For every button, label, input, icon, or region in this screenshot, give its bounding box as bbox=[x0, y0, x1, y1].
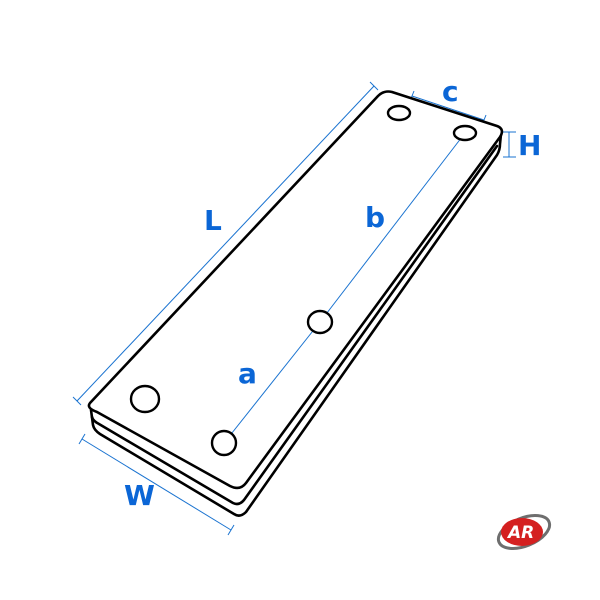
width-dimension-tick-end bbox=[227, 524, 235, 536]
b-dimension-line bbox=[319, 132, 466, 323]
plate bbox=[87, 90, 504, 517]
dimension-lines bbox=[72, 81, 516, 536]
hole-middle bbox=[306, 309, 334, 335]
logo-badge bbox=[501, 518, 543, 546]
a-label: a bbox=[238, 357, 257, 390]
plate-bottom-edge bbox=[89, 132, 503, 517]
a-dimension-line bbox=[223, 321, 321, 444]
logo-text: AR bbox=[506, 523, 534, 543]
hole-bottom-left bbox=[129, 384, 161, 414]
face-dimension-lines bbox=[223, 132, 466, 444]
length-label: L bbox=[204, 204, 222, 237]
width-dimension-line bbox=[81, 438, 232, 531]
plate-top-face bbox=[87, 90, 504, 490]
plate-seam-line bbox=[90, 144, 499, 506]
brand-logo: AR bbox=[496, 514, 552, 550]
length-dimension-tick-start bbox=[72, 396, 82, 406]
c-dimension-line bbox=[411, 95, 485, 121]
width-dimension-tick-start bbox=[78, 433, 86, 445]
dimension-labels: L W H a b c bbox=[124, 75, 541, 512]
length-dimension-line bbox=[76, 85, 375, 402]
height-label: H bbox=[518, 129, 541, 162]
hole-bottom-right bbox=[210, 429, 238, 457]
width-label: W bbox=[124, 479, 155, 512]
hole-top-left bbox=[386, 104, 412, 122]
holes bbox=[129, 104, 478, 457]
c-label: c bbox=[442, 75, 459, 108]
hole-top-right bbox=[452, 124, 478, 142]
length-dimension-tick-end bbox=[369, 81, 379, 91]
b-label: b bbox=[365, 201, 385, 234]
